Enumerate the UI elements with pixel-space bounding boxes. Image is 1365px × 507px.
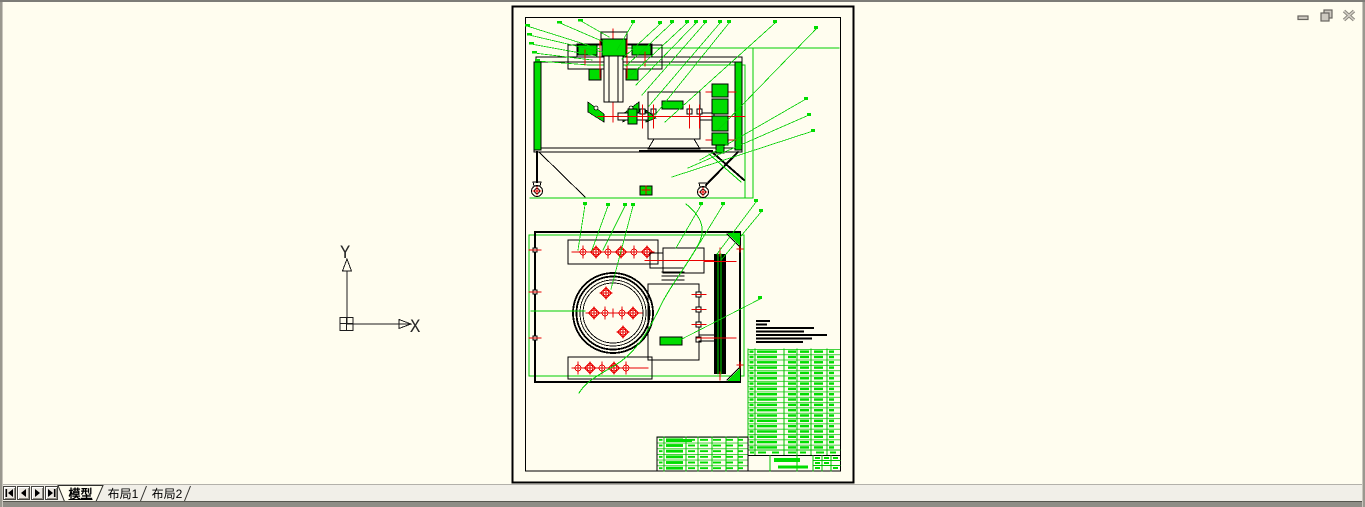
minimize-button[interactable] (1296, 8, 1311, 23)
next-tab-button[interactable] (31, 486, 44, 500)
ucs-y-label: Y (340, 243, 350, 263)
restore-icon (1320, 9, 1333, 22)
tab-layout2[interactable]: 布局2 (151, 487, 183, 501)
window-left-border (0, 2, 3, 507)
restore-button[interactable] (1319, 8, 1334, 23)
title-block (656, 436, 841, 472)
tab-layout1[interactable]: 布局1 (107, 487, 139, 501)
ucs-icon: X Y (339, 243, 421, 337)
lifting-hook-left (531, 181, 543, 197)
last-tab-button[interactable] (45, 486, 58, 500)
tab-shapes (57, 485, 191, 502)
break-line-curve (578, 203, 703, 394)
lifting-hook-right (697, 182, 709, 198)
drum-circle (530, 272, 654, 354)
motor-box-plan (647, 267, 707, 361)
tab-model[interactable]: 模型 (68, 487, 93, 501)
first-tab-icon (5, 489, 13, 497)
layout-tab-bar: 模型 布局1 布局2 (0, 484, 1365, 502)
minimize-icon (1297, 15, 1309, 21)
last-tab-icon (48, 489, 56, 497)
first-tab-button[interactable] (3, 486, 16, 500)
pulley-assembly (639, 83, 746, 196)
coupling-box-plan (644, 247, 715, 274)
belt-strip-plan (696, 247, 737, 381)
window-controls (1296, 8, 1357, 23)
previous-tab-icon (21, 489, 26, 497)
notes-text-block (756, 320, 827, 343)
tab-nav-buttons (3, 486, 58, 500)
previous-tab-button[interactable] (17, 486, 30, 500)
close-icon (1342, 9, 1356, 22)
next-tab-icon (35, 489, 40, 497)
window-bottom-border (0, 501, 1365, 507)
parts-list-table (747, 348, 841, 472)
revision-table (656, 436, 749, 472)
close-button[interactable] (1342, 8, 1357, 23)
bolt-plate-top (567, 239, 659, 265)
leader-lines (525, 19, 818, 341)
window-right-border (1362, 2, 1365, 507)
plan-view (528, 203, 745, 394)
ucs-x-label: X (410, 317, 421, 337)
